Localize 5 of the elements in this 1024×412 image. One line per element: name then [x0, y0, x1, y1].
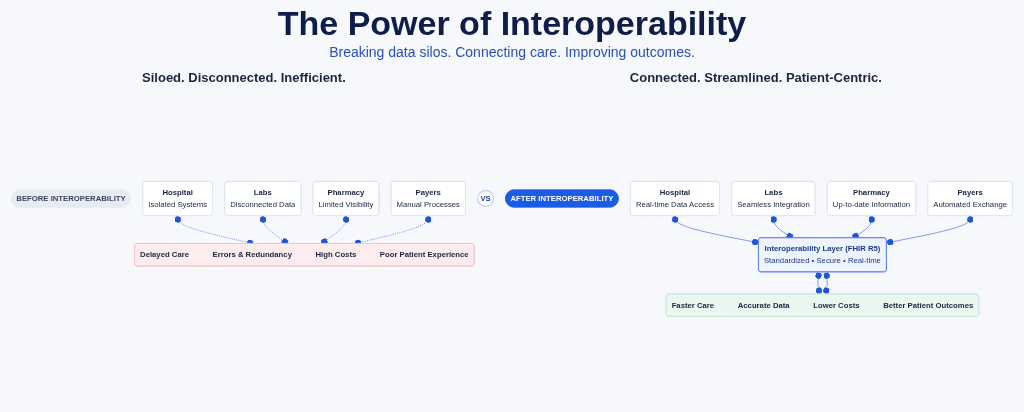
tagline: Siloed. Disconnected. Inefficient. — [142, 70, 346, 87]
subtitle: Breaking data silos. Connecting care. Improving outcomes. — [329, 44, 695, 60]
title: The Power of Interoperability — [277, 4, 747, 43]
tagline: Connected. Streamlined. Patient-Centric. — [629, 70, 882, 87]
node-circle — [477, 190, 494, 207]
